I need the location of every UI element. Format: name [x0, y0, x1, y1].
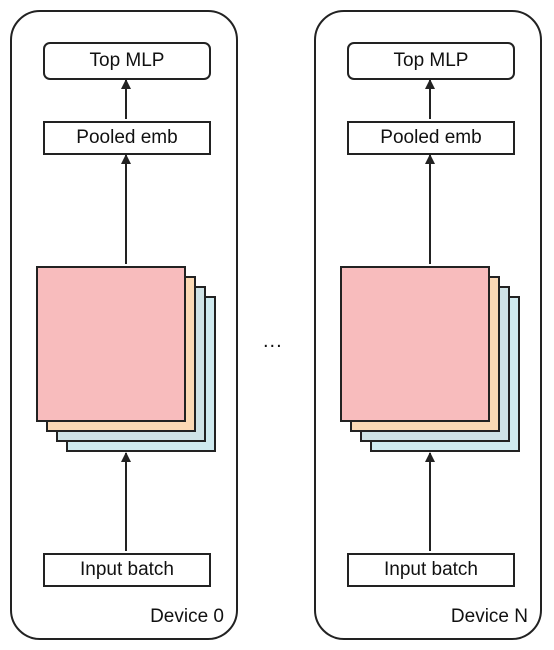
embedding-table-layer-1 — [36, 266, 186, 422]
device-n-container: Top MLP Pooled emb Input batch Device N — [314, 10, 542, 640]
pooled-emb-label: Pooled emb — [76, 127, 178, 148]
input-batch-label: Input batch — [79, 559, 175, 580]
device-label: Device N — [450, 606, 528, 627]
input-batch-label: Input batch — [383, 559, 479, 580]
top-mlp-box: Top MLP — [347, 42, 515, 80]
input-batch-box: Input batch — [347, 553, 515, 587]
ellipsis: ... — [263, 330, 283, 352]
top-mlp-label: Top MLP — [89, 50, 165, 71]
input-batch-box: Input batch — [43, 553, 211, 587]
device-label: Device 0 — [150, 606, 224, 627]
pooled-emb-label: Pooled emb — [380, 127, 482, 148]
top-mlp-label: Top MLP — [393, 50, 469, 71]
embedding-table-layer-1 — [340, 266, 490, 422]
